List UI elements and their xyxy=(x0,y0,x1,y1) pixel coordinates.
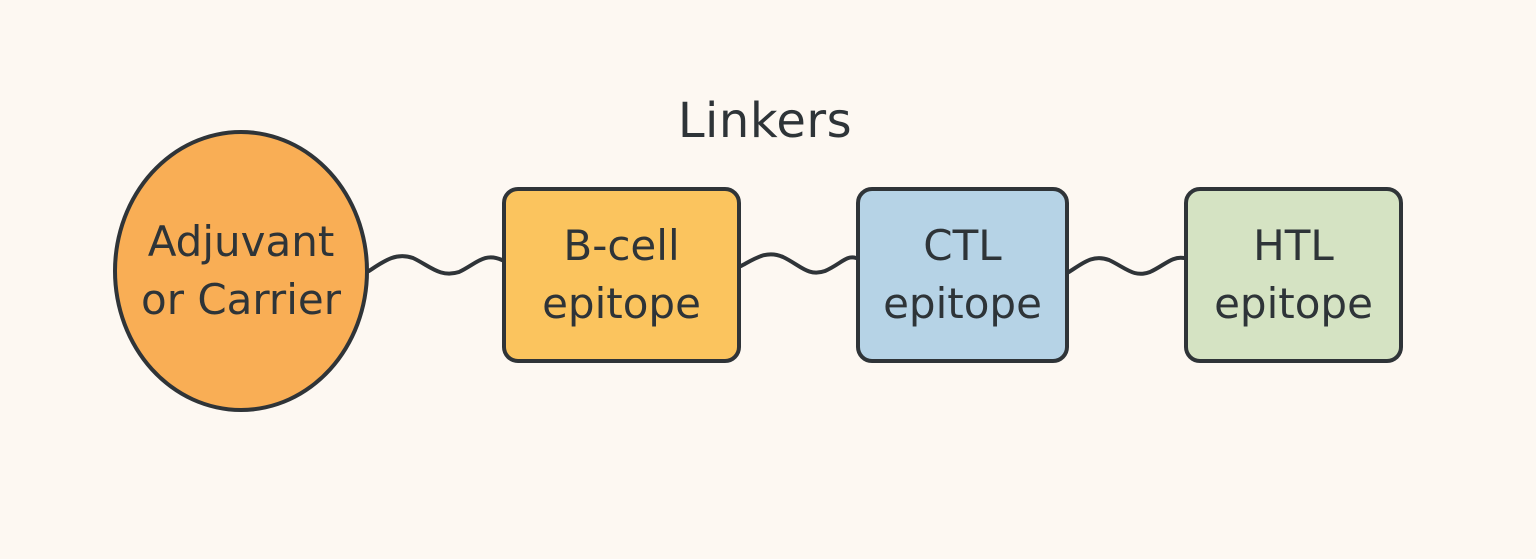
ctl-label-line2: epitope xyxy=(883,279,1042,328)
htl-epitope-node: HTL epitope xyxy=(1184,187,1403,363)
bcell-label-line2: epitope xyxy=(542,279,701,328)
htl-label-line1: HTL xyxy=(1253,221,1334,270)
ctl-label-line1: CTL xyxy=(923,221,1002,270)
ctl-epitope-node: CTL epitope xyxy=(856,187,1069,363)
adjuvant-label-line1: Adjuvant xyxy=(147,217,335,266)
linker-ctl-to-htl xyxy=(1067,255,1186,276)
diagram-title: Linkers xyxy=(677,93,853,149)
adjuvant-label-line2: or Carrier xyxy=(141,275,341,324)
linker-bcell-to-ctl xyxy=(739,252,858,275)
linker-adjuvant-to-bcell xyxy=(367,254,504,276)
bcell-epitope-node: B-cell epitope xyxy=(502,187,741,363)
bcell-label-line1: B-cell xyxy=(563,221,680,270)
adjuvant-node: Adjuvant or Carrier xyxy=(113,130,369,412)
htl-label-line2: epitope xyxy=(1214,279,1373,328)
